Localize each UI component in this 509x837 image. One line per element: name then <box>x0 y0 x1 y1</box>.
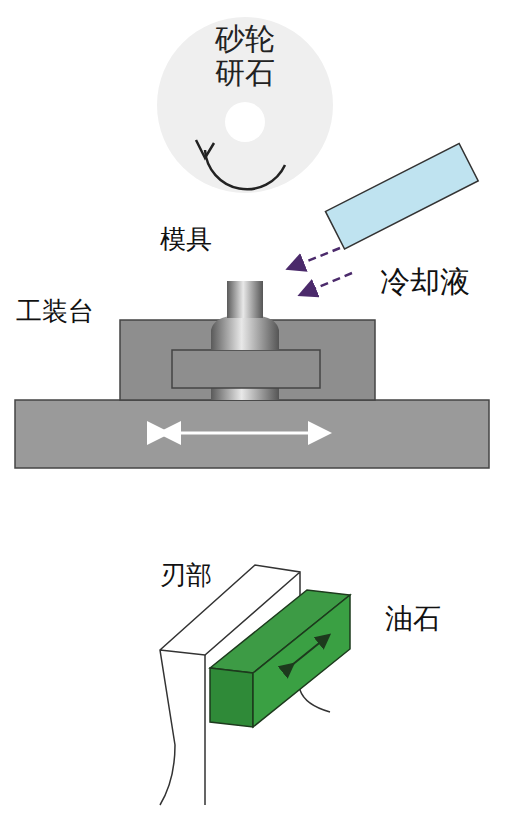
coolant-nozzle <box>325 143 478 249</box>
feed-arrow <box>165 432 326 435</box>
rotation-arrow <box>205 150 285 189</box>
oilstone-end <box>210 668 253 727</box>
wheel-label: 砂轮 研石 <box>214 22 277 112</box>
wheel-hole <box>225 102 265 142</box>
oilstone-side <box>253 595 350 727</box>
part-label: 冷却液 <box>380 262 470 303</box>
rotation-arrowhead <box>196 140 214 158</box>
mold-shoulder <box>211 316 279 350</box>
wheel-node: 砂轮 研石 <box>157 22 333 112</box>
part-label: 工装台 <box>16 294 94 329</box>
part-label: 模具 <box>160 222 212 257</box>
grinding-wheel <box>157 17 333 193</box>
part-label: 刃部 <box>160 558 212 593</box>
clamp <box>172 350 320 388</box>
machine-table <box>15 400 489 468</box>
coolant-flow <box>302 273 352 294</box>
stroke-arrow <box>292 636 328 665</box>
coolant-flow <box>290 248 340 268</box>
part-label: 油石 <box>385 600 441 638</box>
mold-tip <box>227 281 263 318</box>
